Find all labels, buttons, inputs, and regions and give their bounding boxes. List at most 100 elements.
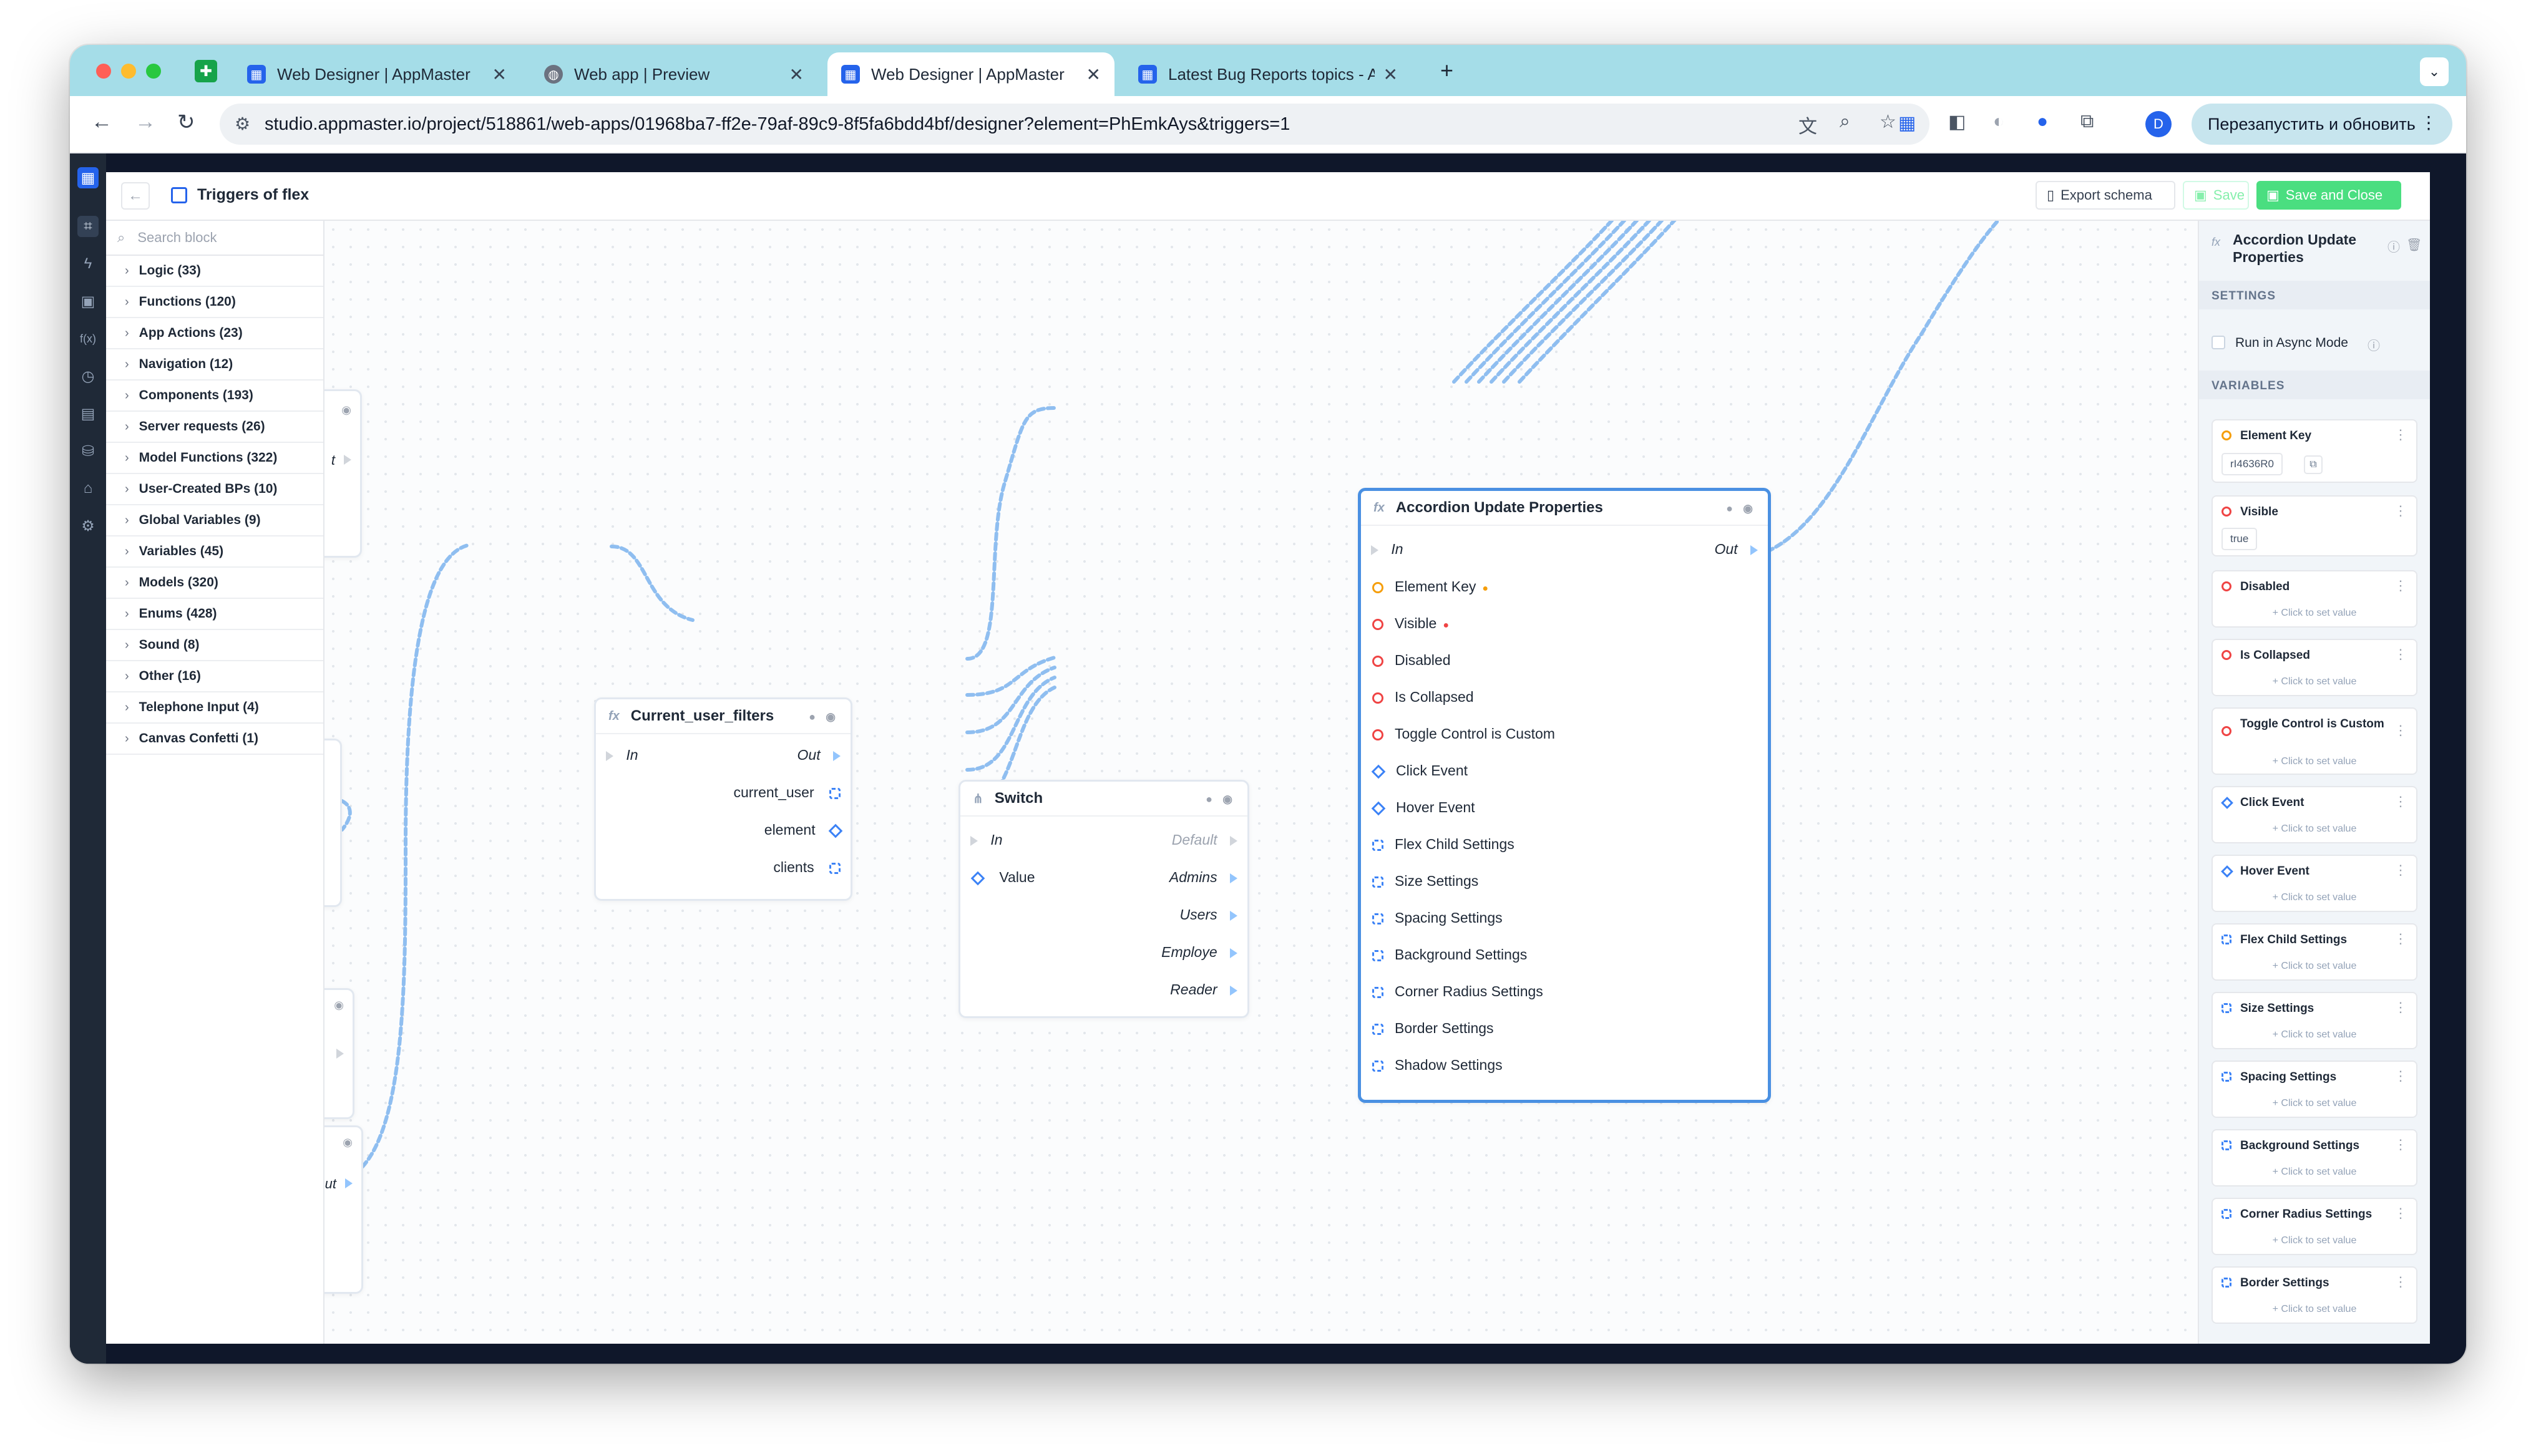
category-server-requests[interactable]: ›Server requests (26): [106, 412, 323, 443]
help-icon[interactable]: ⓘ: [2387, 241, 2400, 255]
close-icon[interactable]: ✕: [789, 64, 804, 84]
media-icon[interactable]: ▤: [80, 405, 95, 422]
relaunch-button[interactable]: Перезапустить и обновить ⋮: [2192, 104, 2452, 145]
close-icon[interactable]: ✕: [1383, 64, 1398, 84]
object-pin-icon[interactable]: [1371, 801, 1386, 816]
async-mode-checkbox[interactable]: [2212, 336, 2225, 349]
category-sound[interactable]: ›Sound (8): [106, 630, 323, 661]
lightning-icon[interactable]: ϟ: [84, 255, 92, 272]
translate-icon[interactable]: 文: [1798, 117, 1817, 137]
more-menu-icon[interactable]: ⋮: [2394, 1068, 2407, 1084]
forward-arrow-icon[interactable]: →: [135, 110, 156, 133]
click-to-set-link[interactable]: + Click to set value: [2272, 1098, 2357, 1109]
extension-dot-icon[interactable]: ●: [2037, 111, 2049, 132]
variable-card-flex-child-settings[interactable]: Flex Child Settings ⋮ + Click to set val…: [2212, 923, 2417, 981]
more-menu-icon[interactable]: ⋮: [2394, 931, 2407, 946]
timer-icon[interactable]: ◷: [81, 367, 95, 385]
category-logic[interactable]: ›Logic (33): [106, 256, 323, 287]
object-pin-icon[interactable]: [828, 823, 843, 838]
variable-card-size-settings[interactable]: Size Settings ⋮ + Click to set value: [2212, 992, 2417, 1049]
struct-pin-icon[interactable]: [1372, 1060, 1383, 1072]
boolean-pin-icon[interactable]: [1372, 692, 1383, 704]
more-menu-icon[interactable]: ⋮: [2394, 427, 2407, 442]
variable-card-disabled[interactable]: Disabled ⋮ + Click to set value: [2212, 570, 2417, 628]
struct-pin-icon[interactable]: [1372, 949, 1383, 961]
extension-icon[interactable]: ◐: [1993, 111, 2005, 132]
database-icon[interactable]: ⛁: [81, 442, 95, 460]
exec-out-pin[interactable]: [1230, 873, 1237, 883]
eye-icon[interactable]: ◉: [1743, 502, 1753, 515]
click-to-set-link[interactable]: + Click to set value: [2272, 1029, 2357, 1040]
close-icon[interactable]: ✕: [492, 64, 507, 84]
extension-shield-icon[interactable]: ◧: [1948, 112, 1966, 132]
help-icon[interactable]: ⓘ: [2368, 339, 2380, 353]
more-menu-icon[interactable]: ⋮: [2394, 1274, 2407, 1289]
export-schema-button[interactable]: ▯ Export schema: [2036, 181, 2175, 210]
apps-grid-icon[interactable]: ▦: [77, 167, 99, 188]
publish-icon[interactable]: ⌂: [83, 480, 93, 497]
category-models[interactable]: ›Models (320): [106, 568, 323, 599]
tab-bug-reports[interactable]: ▦ Latest Bug Reports topics - A ✕: [1124, 52, 1412, 96]
exec-out-pin[interactable]: [833, 750, 841, 761]
variable-card-border-settings[interactable]: Border Settings ⋮ + Click to set value: [2212, 1266, 2417, 1324]
back-arrow-icon[interactable]: ←: [91, 110, 112, 133]
eye-icon[interactable]: ◉: [1222, 793, 1232, 805]
save-button[interactable]: ▣ Save: [2183, 181, 2249, 210]
copy-icon[interactable]: ⧉: [2304, 455, 2323, 474]
partial-node[interactable]: ◉: [324, 988, 354, 1119]
save-and-close-button[interactable]: ▣ Save and Close: [2256, 181, 2401, 210]
category-enums[interactable]: ›Enums (428): [106, 599, 323, 630]
boolean-pin-icon[interactable]: [1372, 618, 1383, 630]
category-global-variables[interactable]: ›Global Variables (9): [106, 505, 323, 536]
click-to-set-link[interactable]: + Click to set value: [2272, 1235, 2357, 1246]
node-current-user-filters[interactable]: fx Current_user_filters ● ◉ In Out c: [594, 697, 852, 901]
variable-card-hover-event[interactable]: Hover Event ⋮ + Click to set value: [2212, 855, 2417, 912]
bookmark-star-icon[interactable]: ☆: [1880, 112, 1896, 132]
click-to-set-link[interactable]: + Click to set value: [2272, 1167, 2357, 1177]
click-to-set-link[interactable]: + Click to set value: [2272, 1304, 2357, 1314]
click-to-set-link[interactable]: + Click to set value: [2272, 823, 2357, 834]
node-switch[interactable]: ⋔ Switch ● ◉ In Value Default: [958, 780, 1249, 1018]
visible-value[interactable]: true: [2221, 528, 2258, 550]
tab-web-designer-1[interactable]: ▦ Web Designer | AppMaster ✕: [233, 52, 520, 96]
back-button[interactable]: ←: [121, 182, 150, 210]
tab-search-chevron-icon[interactable]: ⌄: [2420, 57, 2449, 86]
category-model-functions[interactable]: ›Model Functions (322): [106, 443, 323, 474]
minimize-window-button[interactable]: [121, 64, 136, 79]
exec-out-pin[interactable]: [1230, 948, 1237, 958]
click-to-set-link[interactable]: + Click to set value: [2272, 961, 2357, 971]
settings-gear-icon[interactable]: ⚙: [81, 517, 95, 535]
reload-icon[interactable]: ↻: [177, 110, 195, 134]
exec-in-pin[interactable]: [606, 750, 613, 761]
category-other[interactable]: ›Other (16): [106, 661, 323, 692]
struct-pin-icon[interactable]: [1372, 876, 1383, 888]
puzzle-extensions-icon[interactable]: ⧉: [2080, 111, 2094, 132]
category-variables[interactable]: ›Variables (45): [106, 536, 323, 568]
maximize-window-button[interactable]: [146, 64, 161, 79]
exec-out-pin[interactable]: [344, 455, 351, 465]
partial-node[interactable]: ◉ ut: [324, 1125, 363, 1294]
designer-icon[interactable]: ⌗: [77, 216, 99, 237]
category-functions[interactable]: ›Functions (120): [106, 287, 323, 318]
site-settings-icon[interactable]: ⚙: [235, 114, 251, 133]
element-key-value[interactable]: rI4636R0: [2221, 453, 2283, 475]
more-menu-icon[interactable]: ⋮: [2394, 862, 2407, 878]
more-menu-icon[interactable]: ⋮: [2394, 1205, 2407, 1221]
url-field[interactable]: ⚙ studio.appmaster.io/project/518861/web…: [220, 104, 1929, 145]
exec-out-pin[interactable]: [1230, 835, 1237, 846]
more-menu-icon[interactable]: ⋮: [2394, 999, 2407, 1015]
exec-out-pin[interactable]: [336, 1049, 344, 1059]
more-menu-icon[interactable]: ⋮: [2394, 503, 2407, 518]
more-menu-icon[interactable]: ⋮: [2394, 578, 2407, 593]
appmaster-extension-icon[interactable]: ▦: [1898, 113, 1916, 133]
exec-out-pin[interactable]: [1750, 545, 1758, 555]
exec-in-pin[interactable]: [970, 835, 978, 846]
struct-pin-icon[interactable]: [1372, 839, 1383, 851]
boolean-pin-icon[interactable]: [1372, 729, 1383, 740]
string-pin-icon[interactable]: [1372, 581, 1383, 593]
category-user-created-bps[interactable]: ›User-Created BPs (10): [106, 474, 323, 505]
search-block-input[interactable]: ⌕ Search block: [106, 221, 323, 256]
trash-icon[interactable]: 🗑: [2406, 238, 2422, 252]
object-pin-icon[interactable]: [1371, 764, 1386, 779]
new-tab-button[interactable]: +: [1440, 57, 1454, 83]
